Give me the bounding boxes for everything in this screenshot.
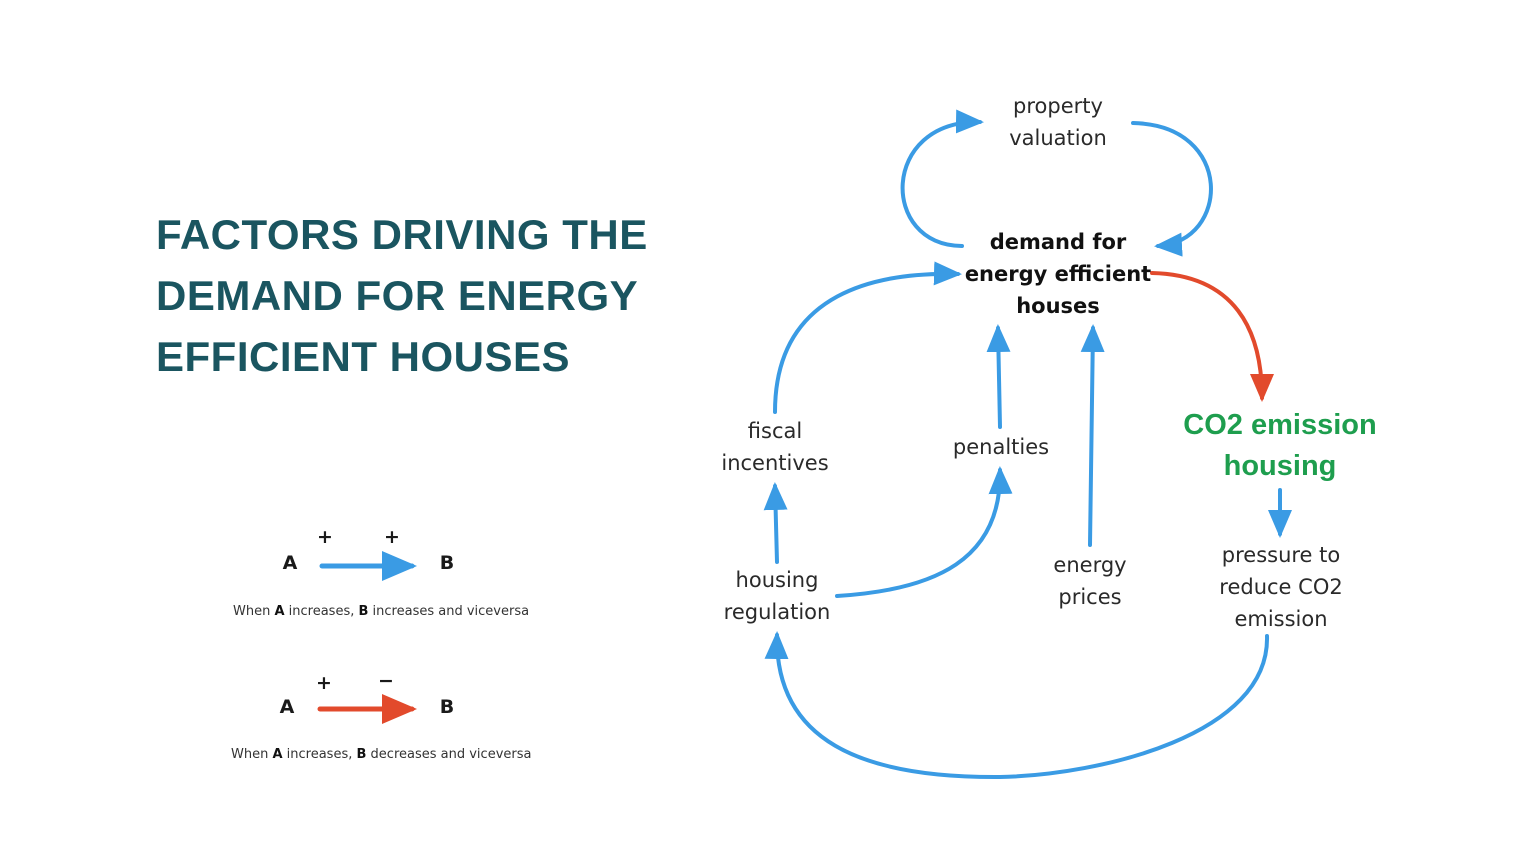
node-fiscal-incentives: fiscal incentives xyxy=(721,415,828,479)
node-energy-prices-line-2: prices xyxy=(1058,585,1122,609)
legend-negative-caption-pre: When xyxy=(231,747,273,762)
link-demand-to-co2-housing xyxy=(1150,271,1274,402)
node-demand: demand for energy efficient houses xyxy=(965,226,1151,322)
legend-positive-caption: When A increases, B increases and viceve… xyxy=(233,604,529,619)
title-line-3: EFFICIENT HOUSES xyxy=(156,333,571,380)
title-line-2: DEMAND FOR ENERGY xyxy=(156,272,639,319)
legend-negative-sign-to: − xyxy=(378,670,394,692)
node-property-valuation-line-2: valuation xyxy=(1009,126,1107,150)
legend-negative-sign-from: + xyxy=(316,672,332,694)
title-line-1: FACTORS DRIVING THE xyxy=(156,211,648,258)
link-housing-regulation-to-penalties xyxy=(835,466,1013,598)
legend-negative-to-label: B xyxy=(439,696,455,718)
node-fiscal-incentives-line-2: incentives xyxy=(721,451,829,475)
node-energy-prices: energy prices xyxy=(1053,549,1126,613)
legend-negative-caption: When A increases, B decreases and viceve… xyxy=(231,747,531,762)
legend-positive-to-label: B xyxy=(439,552,455,574)
node-demand-line-2: energy efficient xyxy=(964,262,1152,286)
node-penalties-line-1: penalties xyxy=(952,435,1050,459)
node-demand-line-3: houses xyxy=(1016,294,1100,318)
node-penalties: penalties xyxy=(953,431,1049,463)
node-pressure-line-3: emission xyxy=(1234,607,1328,631)
legend-positive-sign-from: + xyxy=(317,526,333,548)
node-pressure-line-2: reduce CO2 xyxy=(1219,575,1343,599)
node-housing-regulation-line-1: housing xyxy=(735,568,819,592)
link-fiscal-incentives-to-demand xyxy=(773,261,962,414)
legend-negative-from-label: A xyxy=(279,696,295,718)
link-demand-to-property-valuation xyxy=(900,109,984,248)
node-co2-emission-housing: CO2 emission housing xyxy=(1183,405,1376,487)
page-title: FACTORS DRIVING THE DEMAND FOR ENERGY EF… xyxy=(156,204,676,387)
node-demand-line-1: demand for xyxy=(989,230,1127,254)
legend-positive-caption-pre: When xyxy=(233,604,275,619)
node-co2-housing-line-2: housing xyxy=(1223,450,1337,482)
legend-negative-caption-post: decreases and viceversa xyxy=(366,747,532,762)
link-property-valuation-to-demand xyxy=(1131,121,1213,257)
node-property-valuation-line-1: property xyxy=(1013,94,1103,118)
node-property-valuation: property valuation xyxy=(1009,90,1107,154)
link-housing-regulation-to-fiscal-incentives xyxy=(763,482,788,564)
node-pressure-line-1: pressure to xyxy=(1221,543,1341,567)
legend-positive-caption-post: increases and viceversa xyxy=(368,604,530,619)
legend-negative-caption-a: A xyxy=(272,747,283,762)
legend-positive-from-label: A xyxy=(282,552,298,574)
node-pressure-to-reduce-co2: pressure to reduce CO2 emission xyxy=(1219,539,1342,635)
legend-positive-caption-mid: increases, xyxy=(284,604,359,619)
node-housing-regulation: housing regulation xyxy=(724,564,831,628)
link-pressure-to-housing-regulation xyxy=(764,631,1270,780)
legend-negative-caption-mid: increases, xyxy=(282,747,357,762)
legend-positive-caption-a: A xyxy=(274,604,285,619)
legend-positive-caption-b: B xyxy=(358,604,369,619)
node-energy-prices-line-1: energy xyxy=(1053,553,1127,577)
node-co2-housing-line-1: CO2 emission xyxy=(1183,409,1377,441)
legend-negative-caption-b: B xyxy=(356,747,367,762)
legend-positive-sign-to: + xyxy=(384,526,400,548)
link-penalties-to-demand xyxy=(986,324,1011,429)
node-fiscal-incentives-line-1: fiscal xyxy=(747,419,803,443)
node-housing-regulation-line-2: regulation xyxy=(723,600,831,624)
link-energy-prices-to-demand xyxy=(1080,324,1105,547)
